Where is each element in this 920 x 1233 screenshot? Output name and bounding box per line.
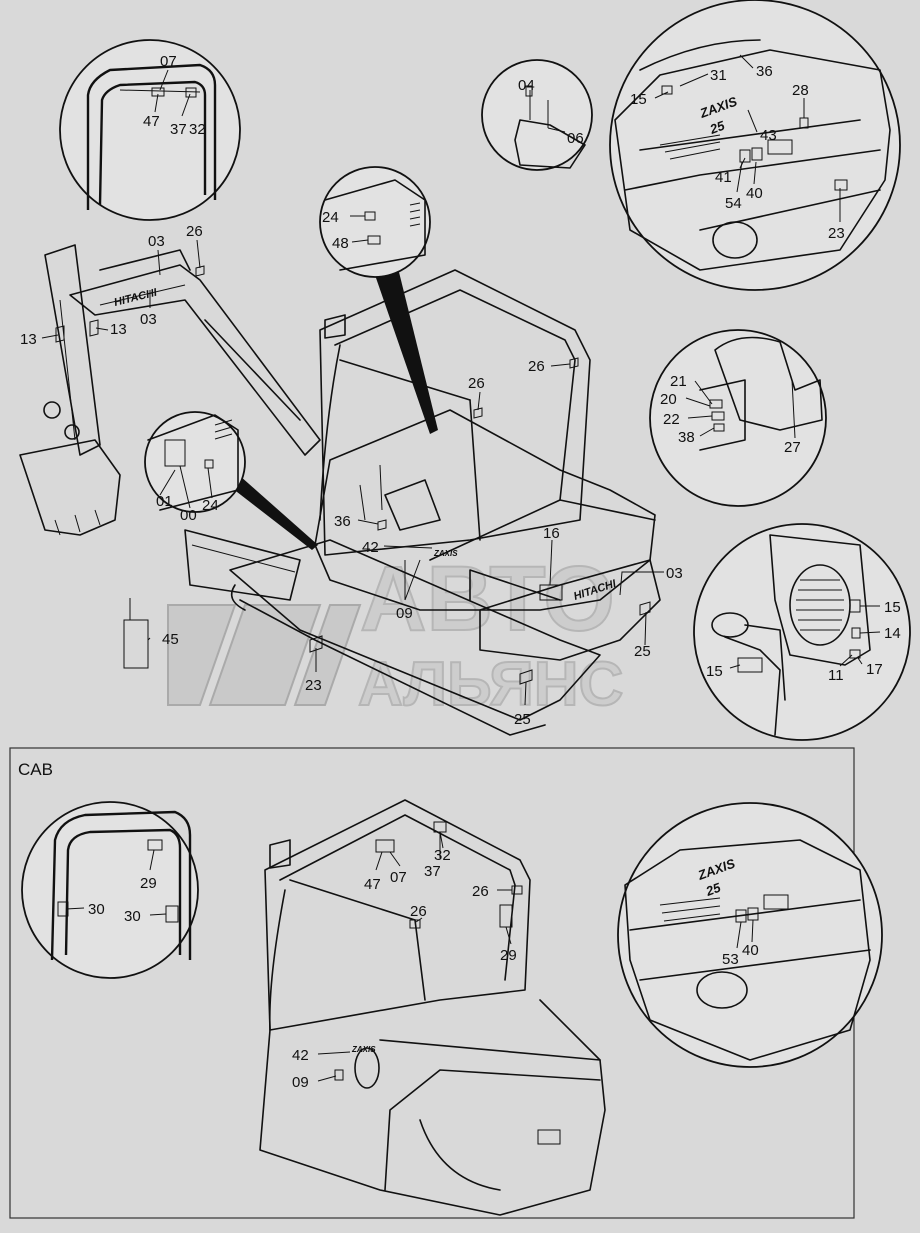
callout-27: 27 <box>784 439 801 456</box>
watermark-line2: АЛЬЯНС <box>358 650 623 719</box>
callout-47: 47 <box>143 113 160 130</box>
decal-16 <box>539 584 563 601</box>
callout-06: 06 <box>567 130 584 147</box>
callout-07-cab: 07 <box>390 869 407 886</box>
callout-13: 13 <box>20 331 37 348</box>
pointer-wedge-boom <box>228 476 318 550</box>
seat <box>384 479 441 531</box>
callout-17: 17 <box>866 661 883 678</box>
leader-lines <box>41 54 881 1082</box>
callout-53: 53 <box>722 951 739 968</box>
callout-22: 22 <box>663 411 680 428</box>
excavator-main <box>19 244 661 736</box>
callout-32: 32 <box>189 121 206 138</box>
counterweight <box>479 559 661 661</box>
callout-42: 42 <box>362 539 379 556</box>
callout-36-lever: 36 <box>334 513 351 530</box>
callout-24: 24 <box>322 209 339 226</box>
callout-48: 48 <box>332 235 349 252</box>
callout-15-engine: 15 <box>884 599 901 616</box>
dozer-blade <box>184 529 301 601</box>
callout-14: 14 <box>884 625 901 642</box>
brand-25-rear: 25 <box>707 118 727 138</box>
callout-43: 43 <box>760 127 777 144</box>
watermark-logo <box>167 604 362 706</box>
watermark-line1: АВТО <box>360 548 615 650</box>
callout-21: 21 <box>670 373 687 390</box>
callout-09: 09 <box>396 605 413 622</box>
callout-29-cab: 29 <box>500 947 517 964</box>
callout-16: 16 <box>543 525 560 542</box>
callout-03-counterweight: 03 <box>666 565 683 582</box>
callout-00: 00 <box>180 507 197 524</box>
boom <box>69 264 321 456</box>
brand-25-cab-rear: 25 <box>703 880 723 900</box>
callout-15-hose: 15 <box>706 663 723 680</box>
callout-45: 45 <box>162 631 179 648</box>
callout-36: 36 <box>756 63 773 80</box>
callout-04: 04 <box>518 77 535 94</box>
callout-42-cab: 42 <box>292 1047 309 1064</box>
cab-frame <box>319 269 591 556</box>
callout-30: 30 <box>88 901 105 918</box>
brand-zaxis-cab-section: ZAXIS <box>351 1045 376 1054</box>
callout-23-track: 23 <box>305 677 322 694</box>
detail-circle-cab-roof <box>59 39 241 221</box>
track-body <box>229 539 601 721</box>
detail-circle-key <box>481 59 593 171</box>
callout-28: 28 <box>792 82 809 99</box>
callout-24-boom: 24 <box>202 497 219 514</box>
callout-37: 37 <box>170 121 187 138</box>
callout-labels: 07 47 37 32 04 06 31 36 15 28 43 41 54 4… <box>20 53 901 1091</box>
callout-03-boom: 03 <box>140 311 157 328</box>
detail-circle-cab-inside <box>21 801 199 979</box>
watermark: АВТО АЛЬЯНС <box>167 547 624 720</box>
callout-26: 26 <box>186 223 203 240</box>
callout-29: 29 <box>140 875 157 892</box>
bucket <box>19 439 121 536</box>
callout-25: 25 <box>634 643 651 660</box>
decal-45-tag <box>123 619 149 669</box>
callout-30-right: 30 <box>124 908 141 925</box>
detail-circle-rear <box>609 0 901 291</box>
detail-circle-cab-rear <box>617 802 883 1068</box>
callout-47-cab: 47 <box>364 876 381 893</box>
detail-circle-engine <box>693 523 911 741</box>
callout-26-cab-side: 26 <box>468 375 485 392</box>
detail-circle-seat <box>649 329 827 507</box>
callout-40-cab: 40 <box>742 942 759 959</box>
cab-section-title: CAB <box>18 760 53 779</box>
callout-25-lower: 25 <box>514 711 531 728</box>
detail-circle-cab-side <box>319 166 431 278</box>
callout-54: 54 <box>725 195 742 212</box>
callout-26-cab: 26 <box>528 358 545 375</box>
callout-31: 31 <box>710 67 727 84</box>
callout-37-cab: 37 <box>424 863 441 880</box>
callout-41: 41 <box>715 169 732 186</box>
callout-38: 38 <box>678 429 695 446</box>
callout-07: 07 <box>160 53 177 70</box>
callout-26-cab-door: 26 <box>410 903 427 920</box>
arm <box>44 244 101 456</box>
pointer-wedge-cab <box>375 268 438 434</box>
callout-23: 23 <box>828 225 845 242</box>
callout-03: 03 <box>148 233 165 250</box>
track-lower <box>239 599 546 736</box>
callout-32-cab: 32 <box>434 847 451 864</box>
callout-09-cab: 09 <box>292 1074 309 1091</box>
brand-zaxis-cab: ZAXIS <box>433 549 458 558</box>
callout-20: 20 <box>660 391 677 408</box>
callout-15: 15 <box>630 91 647 108</box>
callout-40: 40 <box>746 185 763 202</box>
callout-26-cab-roof: 26 <box>472 883 489 900</box>
callout-13-right: 13 <box>110 321 127 338</box>
callout-01: 01 <box>156 493 173 510</box>
callout-11: 11 <box>828 667 844 684</box>
